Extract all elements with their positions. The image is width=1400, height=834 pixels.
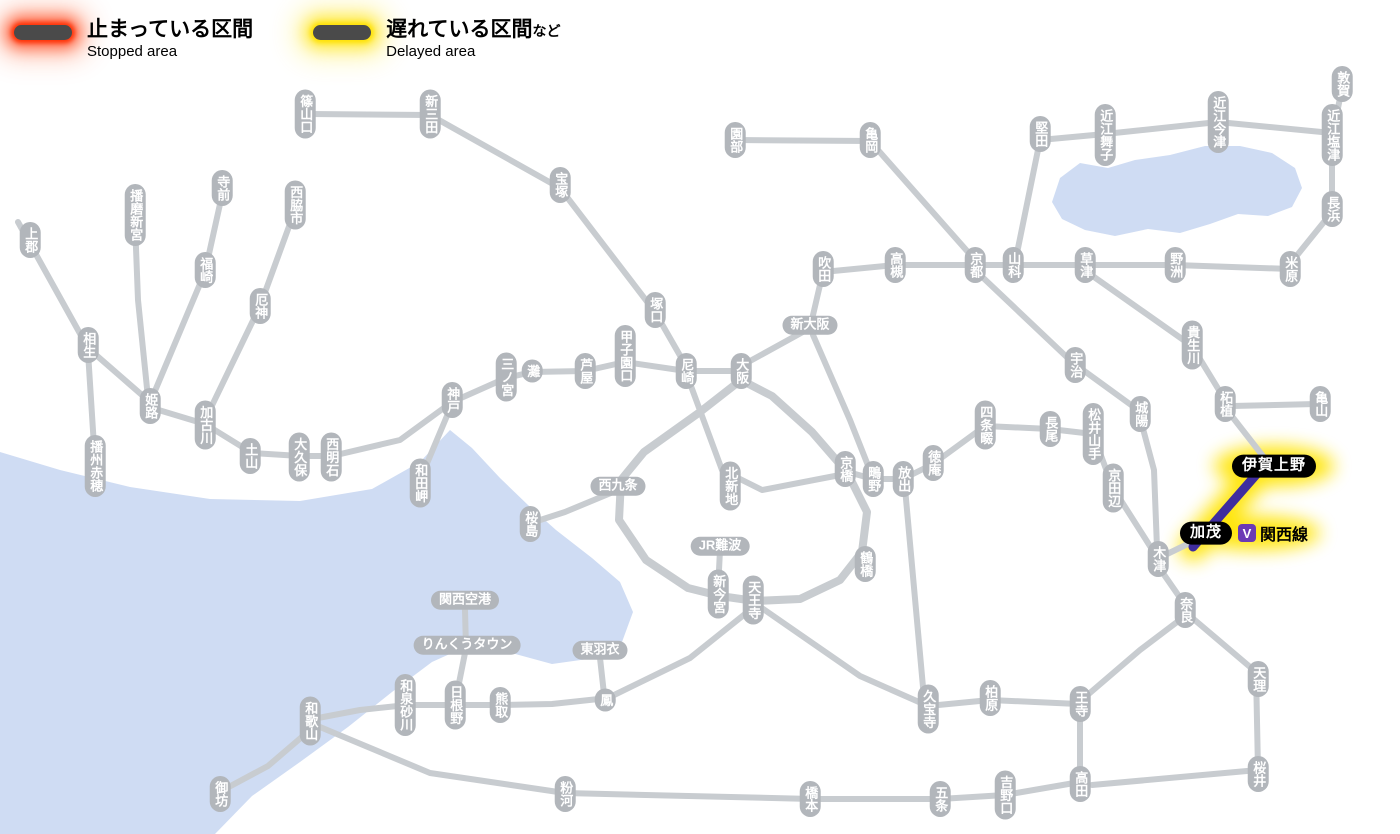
legend-stopped-sublabel: Stopped area — [87, 43, 178, 61]
rail-line — [597, 655, 607, 697]
legend-delayed: 遅れている区間など Delayed area — [313, 18, 560, 60]
legend: 止まっている区間 Stopped area 遅れている区間など Delayed … — [14, 18, 560, 60]
water-layer — [0, 146, 1302, 834]
rail-line — [974, 269, 1160, 551]
rail-line — [222, 727, 313, 792]
legend-delayed-label: 遅れている区間など — [386, 18, 560, 42]
stopped-area-chip-icon — [14, 25, 72, 40]
rail-line — [1089, 613, 1261, 788]
rail-line — [615, 376, 871, 605]
rail-line — [149, 192, 225, 401]
rail-line — [738, 262, 1293, 369]
rail-line — [1081, 613, 1188, 701]
legend-delayed-sublabel: Delayed area — [386, 43, 476, 61]
delayed-area-chip-icon — [313, 25, 372, 40]
legend-delayed-text: 遅れている区間など Delayed area — [386, 18, 560, 60]
rail-line — [715, 547, 723, 593]
rail-line — [132, 219, 151, 401]
kansai-line-name: 関西線 — [1260, 527, 1309, 544]
water-shape — [1052, 146, 1302, 236]
rail-line — [732, 137, 978, 263]
rail-line — [85, 349, 98, 465]
legend-stopped: 止まっている区間 Stopped area — [14, 18, 253, 60]
rail-line — [307, 111, 689, 369]
rail-line — [810, 332, 872, 471]
rail-line — [685, 375, 843, 493]
legend-delayed-label-main: 遅れている区間 — [386, 18, 533, 41]
legend-stopped-text: 止まっている区間 Stopped area — [87, 18, 253, 60]
legend-delayed-label-suffix: など — [532, 23, 561, 39]
rail-line — [15, 219, 153, 405]
rail-line — [1084, 269, 1228, 403]
kansai-line-badge: V 関西線 — [1238, 521, 1308, 545]
delayed-glow-ellipse — [1214, 446, 1334, 486]
water-shape — [0, 430, 633, 834]
legend-stopped-label: 止まっている区間 — [87, 18, 254, 41]
rail-line — [531, 487, 621, 525]
rail-line — [317, 705, 1083, 802]
rail-line — [1155, 563, 1186, 605]
rail-line — [1229, 401, 1319, 409]
rail-line — [202, 207, 298, 423]
kansai-line-symbol-icon: V — [1238, 524, 1256, 542]
rail-line — [1287, 85, 1345, 267]
rail-line — [845, 423, 1158, 557]
rail-line — [902, 485, 927, 701]
